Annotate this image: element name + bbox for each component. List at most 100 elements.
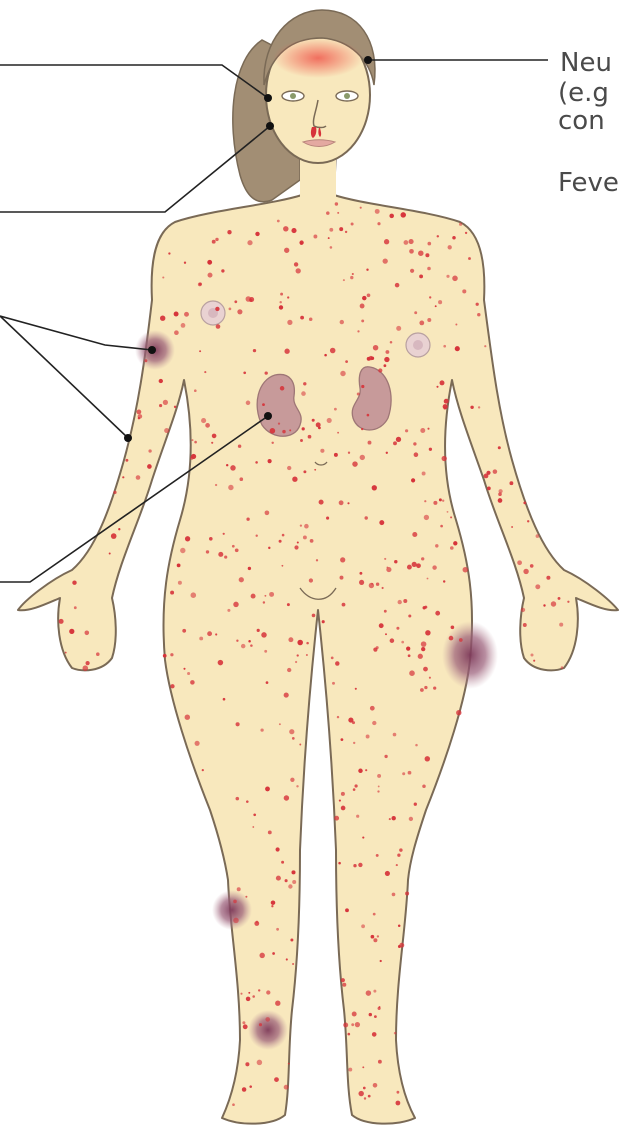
petechia-dot bbox=[159, 379, 163, 383]
petechia-dot bbox=[359, 572, 362, 575]
petechia-dot bbox=[429, 296, 431, 298]
petechia-dot bbox=[435, 305, 437, 307]
petechia-dot bbox=[369, 583, 374, 588]
petechia-dot bbox=[324, 354, 327, 357]
petechia-dot bbox=[477, 313, 480, 316]
label-neuro-line3: con bbox=[558, 108, 605, 134]
petechia-dot bbox=[372, 721, 376, 725]
petechia-dot bbox=[330, 246, 333, 249]
petechia-dot bbox=[459, 638, 463, 642]
petechia-dot bbox=[266, 681, 269, 684]
petechia-dot bbox=[347, 1033, 350, 1036]
petechia-dot bbox=[360, 304, 365, 309]
petechia-dot bbox=[567, 601, 569, 603]
petechia-dot bbox=[236, 640, 238, 642]
petechia-dot bbox=[413, 442, 416, 445]
petechia-dot bbox=[281, 565, 283, 567]
petechia-dot bbox=[439, 498, 442, 501]
label-fever: Feve bbox=[558, 170, 619, 196]
petechia-dot bbox=[379, 623, 384, 628]
petechia-dot bbox=[260, 728, 263, 731]
petechia-dot bbox=[292, 737, 295, 740]
petechia-dot bbox=[427, 267, 431, 271]
petechia-dot bbox=[258, 989, 260, 991]
petechia-dot bbox=[279, 723, 281, 725]
petechia-dot bbox=[252, 995, 255, 998]
petechia-dot bbox=[195, 741, 200, 746]
petechia-dot bbox=[433, 686, 436, 689]
petechia-dot bbox=[300, 439, 303, 442]
petechia-dot bbox=[373, 345, 378, 350]
petechia-dot bbox=[303, 470, 306, 473]
petechia-dot bbox=[340, 557, 345, 562]
petechia-dot bbox=[259, 953, 264, 958]
leader-line-eyes bbox=[0, 65, 268, 98]
petechia-dot bbox=[218, 552, 223, 557]
petechia-dot bbox=[309, 318, 313, 322]
petechia-dot bbox=[212, 434, 217, 439]
petechia-dot bbox=[83, 665, 89, 671]
petechia-dot bbox=[415, 744, 418, 747]
petechia-dot bbox=[361, 385, 364, 388]
petechia-dot bbox=[382, 587, 384, 589]
petechia-dot bbox=[269, 592, 274, 597]
petechia-dot bbox=[356, 815, 359, 818]
petechia-dot bbox=[300, 524, 302, 526]
petechia-dot bbox=[271, 442, 273, 444]
petechia-dot bbox=[235, 548, 239, 552]
petechia-dot bbox=[292, 477, 297, 482]
petechia-dot bbox=[443, 345, 446, 348]
petechia-dot bbox=[530, 653, 533, 656]
petechia-dot bbox=[363, 1087, 366, 1090]
petechia-dot bbox=[433, 501, 437, 505]
petechia-dot bbox=[376, 582, 379, 585]
petechia-dot bbox=[397, 1091, 400, 1094]
petechia-dot bbox=[170, 591, 174, 595]
petechia-dot bbox=[437, 235, 439, 237]
petechia-dot bbox=[422, 472, 426, 476]
petechia-dot bbox=[371, 935, 375, 939]
petechia-dot bbox=[294, 262, 298, 266]
petechia-dot bbox=[409, 670, 415, 676]
petechia-dot bbox=[287, 320, 292, 325]
petechia-dot bbox=[215, 633, 217, 635]
petechia-dot bbox=[194, 389, 197, 392]
petechia-dot bbox=[337, 432, 339, 434]
petechia-dot bbox=[427, 242, 431, 246]
petechia-dot bbox=[341, 978, 345, 982]
petechia-dot bbox=[113, 491, 116, 494]
petechia-dot bbox=[320, 449, 324, 453]
petechia-dot bbox=[265, 1017, 270, 1022]
petechia-dot bbox=[373, 938, 377, 942]
petechia-dot bbox=[246, 997, 251, 1002]
petechia-dot bbox=[65, 652, 67, 654]
petechia-dot bbox=[378, 785, 380, 787]
petechia-dot bbox=[527, 520, 529, 522]
petechia-dot bbox=[243, 371, 246, 374]
petechia-dot bbox=[419, 320, 424, 325]
petechia-dot bbox=[511, 526, 513, 528]
petechia-dot bbox=[367, 414, 370, 417]
petechia-dot bbox=[498, 446, 501, 449]
bruise-icon bbox=[442, 621, 498, 689]
petechia-dot bbox=[394, 560, 397, 563]
petechia-dot bbox=[297, 541, 299, 543]
petechia-dot bbox=[178, 581, 182, 585]
petechia-dot bbox=[228, 485, 233, 490]
petechia-dot bbox=[271, 900, 276, 905]
petechia-dot bbox=[358, 1091, 363, 1096]
petechia-dot bbox=[160, 316, 165, 321]
petechia-dot bbox=[282, 430, 285, 433]
petechia-dot bbox=[362, 296, 366, 300]
petechia-dot bbox=[276, 876, 281, 881]
petechia-dot bbox=[174, 312, 179, 317]
petechia-dot bbox=[227, 609, 230, 612]
petechia-dot bbox=[292, 963, 294, 965]
petechia-dot bbox=[447, 511, 449, 513]
petechia-dot bbox=[390, 638, 395, 643]
petechia-dot bbox=[163, 400, 168, 405]
petechia-dot bbox=[279, 540, 282, 543]
label-neuro-line1: Neu bbox=[560, 50, 612, 76]
petechia-dot bbox=[330, 348, 336, 354]
